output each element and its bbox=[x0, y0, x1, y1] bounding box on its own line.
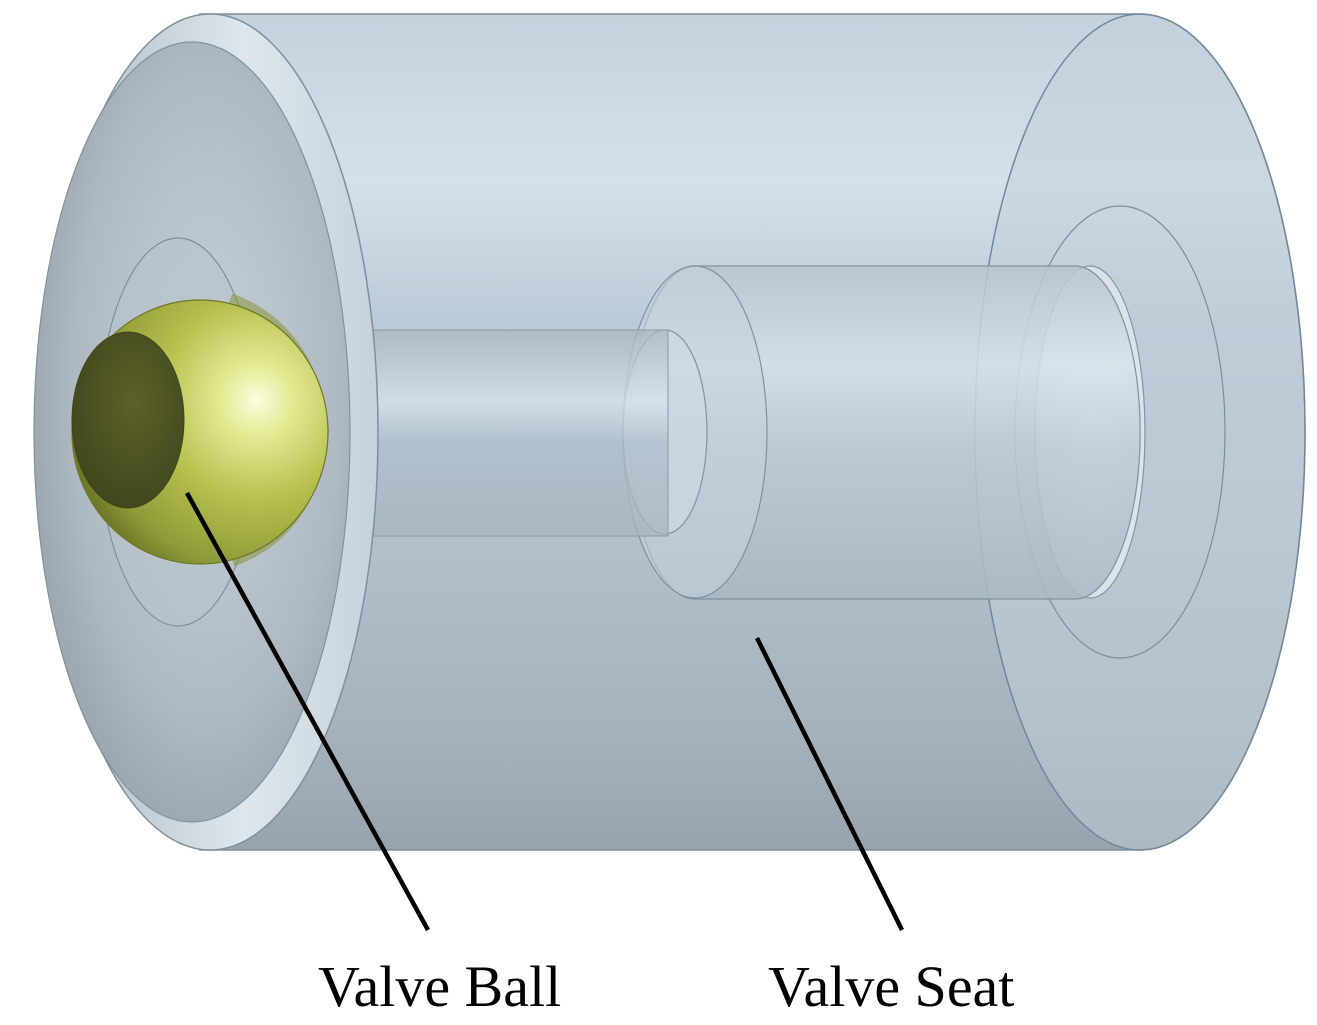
valve-ball-opening bbox=[71, 331, 185, 509]
valve-ball bbox=[71, 293, 330, 567]
valve-seat-leader-line bbox=[754, 636, 905, 932]
valve-ball-label: Valve Ball bbox=[318, 954, 562, 1019]
valve-ball-leader-line bbox=[185, 491, 430, 932]
valve-seat bbox=[622, 265, 1141, 600]
valve-seat-label: Valve Seat bbox=[768, 954, 1015, 1019]
